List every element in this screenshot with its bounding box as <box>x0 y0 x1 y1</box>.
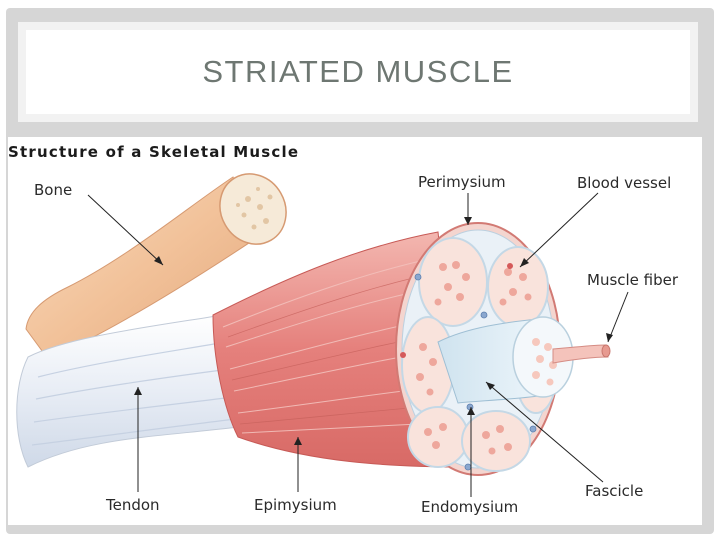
title-box: STRIATED MUSCLE <box>26 30 690 114</box>
tendon-shape <box>16 314 239 468</box>
label-fascicle: Fascicle <box>585 482 644 500</box>
leader-lines <box>87 192 629 497</box>
label-tendon: Tendon <box>106 496 160 514</box>
diagram-content: Structure of a Skeletal Muscle Bone Peri… <box>8 137 702 525</box>
figure-heading: Structure of a Skeletal Muscle <box>8 143 300 161</box>
slide-title: STRIATED MUSCLE <box>202 54 514 89</box>
leader-arrowheads <box>134 217 613 445</box>
label-perimysium: Perimysium <box>418 173 506 191</box>
skeletal-muscle-illustration <box>16 173 629 497</box>
fascicle-shape <box>437 316 574 404</box>
muscle-belly <box>212 231 464 468</box>
title-panel: STRIATED MUSCLE <box>18 22 698 122</box>
label-epimysium: Epimysium <box>254 496 337 514</box>
label-bone: Bone <box>34 181 73 199</box>
muscle-fiber-shape <box>552 344 611 364</box>
label-muscle-fiber: Muscle fiber <box>587 271 679 289</box>
label-blood-vessel: Blood vessel <box>577 174 672 192</box>
label-endomysium: Endomysium <box>421 498 519 516</box>
bone-shape <box>25 173 287 360</box>
